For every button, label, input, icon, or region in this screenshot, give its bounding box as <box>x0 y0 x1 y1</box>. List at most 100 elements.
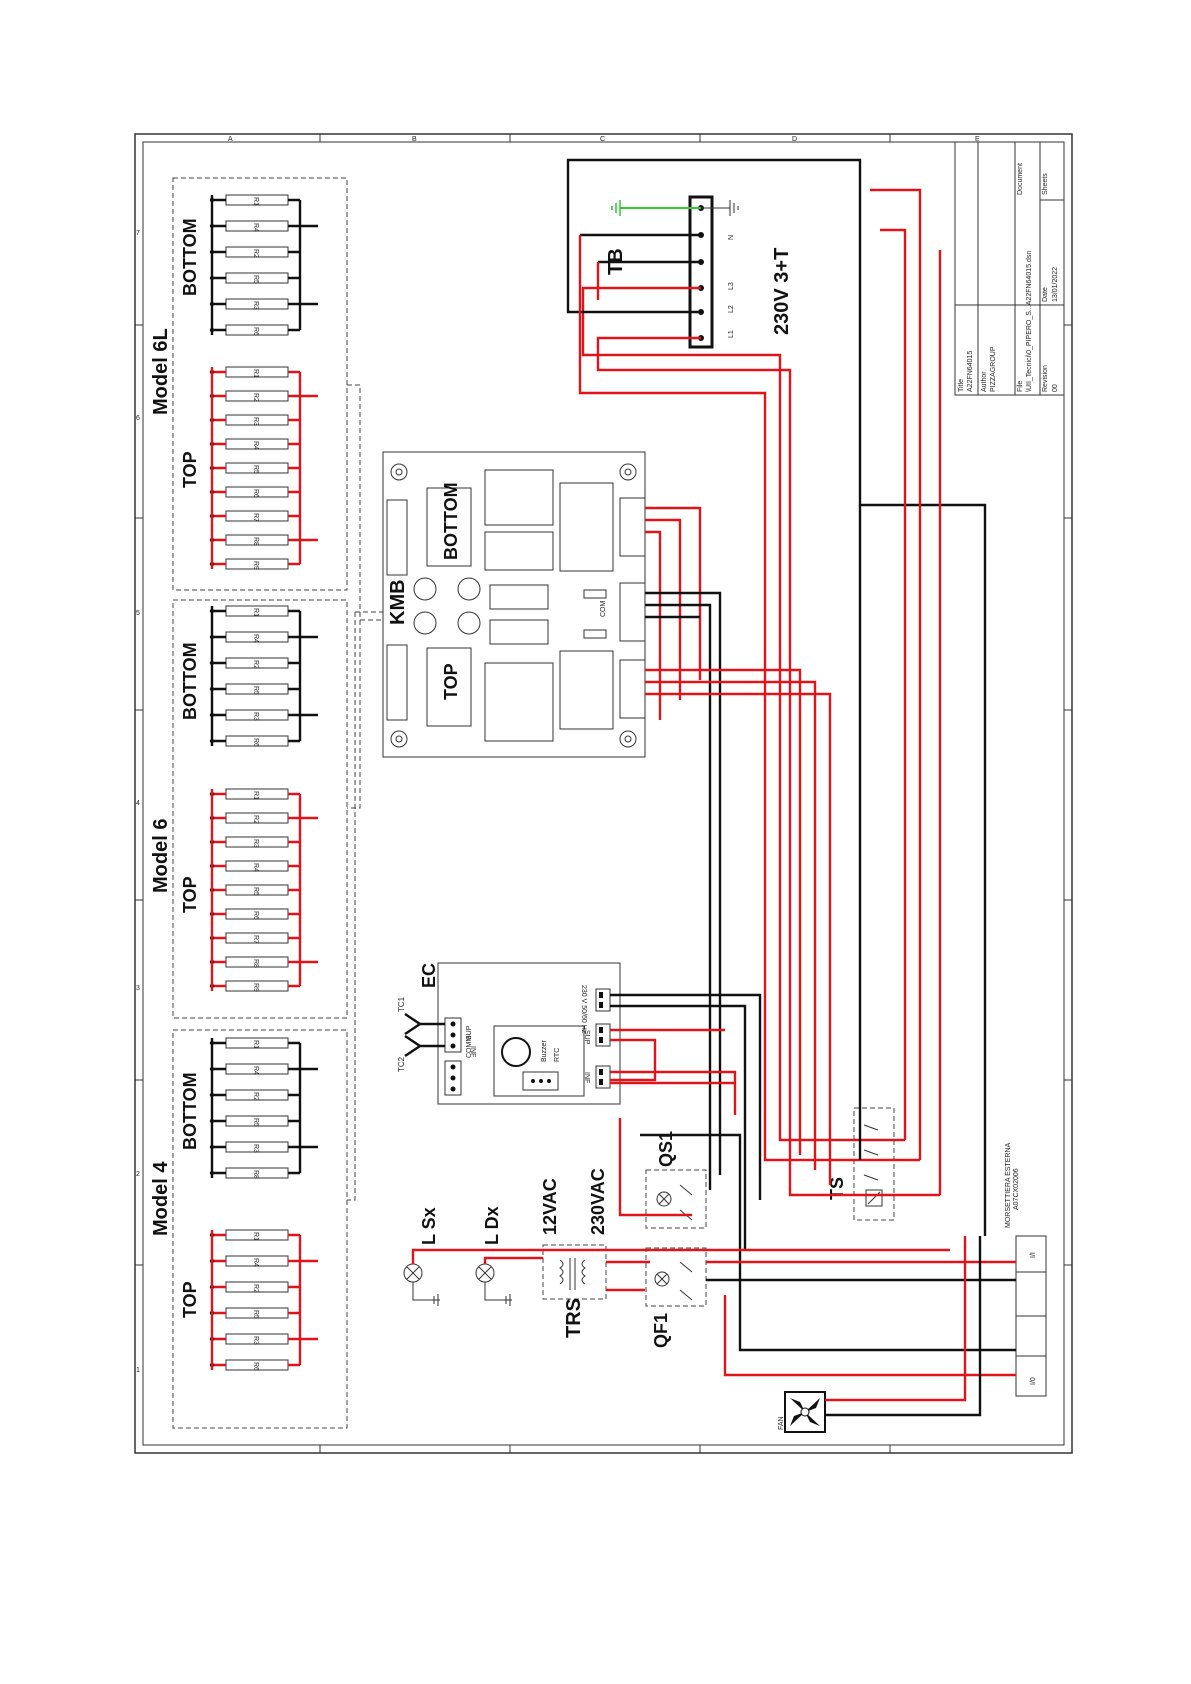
model4-bottom-resistor-label: R5 <box>252 1118 259 1127</box>
model4-box <box>172 1029 348 1429</box>
model4-top-resistor-label: R3 <box>252 1336 259 1345</box>
tb-revision-value: 00 <box>1052 384 1059 392</box>
kmb-bottom-label: BOTTOM <box>441 482 461 560</box>
ec-label: EC <box>419 963 439 988</box>
model6-top-label: TOP <box>180 876 200 913</box>
model6l-bottom-resistor-label: R3 <box>252 301 259 310</box>
grid-col-7: 7 <box>136 230 140 237</box>
qs1-switch: QS1 <box>645 1131 707 1229</box>
model6-bottom-resistor-label: R3 <box>252 712 259 721</box>
model4-bottom-resistor-label: R2 <box>252 1092 259 1101</box>
trs-transformer: TRS 12VAC 230VAC <box>540 1168 608 1338</box>
thermocouples: TC1 TC2 <box>397 996 445 1072</box>
ec-pin-comm: COMM <box>466 1036 473 1058</box>
terminal-t1: I/I <box>1030 1252 1037 1258</box>
model6l-top-resistor-label: R3 <box>252 417 259 426</box>
ec-controller: Buzzer RTC SUP INF COMM 230 V 50/60 Hz S… <box>419 962 621 1105</box>
model6-label: Model 6 <box>150 819 172 893</box>
model6-top-resistor-label: R1 <box>252 791 259 800</box>
model6l-bottom-bus <box>210 195 318 335</box>
model6l-bottom-resistor-label: R2 <box>252 249 259 258</box>
model6l-top-resistor-label: R7 <box>252 513 259 522</box>
model4-bottom-resistor-label: R8 <box>252 1170 259 1179</box>
tb-file-value: \UII_Tecnici\0_PIPERO_S...A22FN64015.dsn <box>1026 251 1033 392</box>
ec-rtc: RTC <box>554 1048 561 1062</box>
model6-bottom-resistor-label: R2 <box>252 660 259 669</box>
model4-bottom-resistor-label: R1 <box>252 1040 259 1049</box>
tb-pin-n: N <box>728 235 735 240</box>
inner-frame <box>142 141 1065 1446</box>
model6l-top-resistor-label: R4 <box>252 441 259 450</box>
fan: FAN <box>778 1391 826 1433</box>
tb-pin-l2: L2 <box>728 305 735 313</box>
trs-label: TRS <box>563 1298 585 1338</box>
model4-bottom-resistor-label: R4 <box>252 1066 259 1075</box>
tb-pin-l3: L3 <box>728 282 735 290</box>
tb-pin-l1: L1 <box>728 330 735 338</box>
qf1-label: QF1 <box>651 1313 671 1348</box>
terminal-t2: I/0 <box>1030 1377 1037 1385</box>
grid-row-a: A <box>228 136 233 143</box>
model-link-dash <box>347 384 361 809</box>
tb-date-value: 13/01/2022 <box>1052 267 1059 302</box>
grid-col-3: 3 <box>136 985 140 992</box>
model6-bottom-resistor-label: R4 <box>252 634 259 643</box>
model6-top-resistor-label: R4 <box>252 863 259 872</box>
tb-title-label: Title <box>958 379 965 392</box>
ec-pin-inf-right: INF <box>583 1072 590 1083</box>
tb-author-value: PIZZAGROUP <box>990 346 997 392</box>
kmb-top-label: TOP <box>441 663 461 700</box>
ec-pin-power: 230 V 50/60 Hz <box>580 985 587 1034</box>
qs1-label: QS1 <box>656 1131 676 1167</box>
model6l-bottom-resistor-label: R1 <box>252 197 259 206</box>
model6l-top-label: TOP <box>180 451 200 488</box>
lsx-label: L Sx <box>419 1207 439 1245</box>
grid-col-2: 2 <box>136 1171 140 1178</box>
grid-labels: 1 2 3 4 5 6 7 A B C D E <box>136 136 980 1374</box>
tb-revision-label: Revision <box>1042 365 1049 392</box>
external-terminal: I/I I/0 MORSETTIERA ESTERNA A07CX02006 <box>1005 1142 1047 1397</box>
model4-top-resistor-label: R4 <box>252 1258 259 1267</box>
model4-top-resistor-label: R2 <box>252 1284 259 1293</box>
model6-top-resistor-label: R7 <box>252 935 259 944</box>
model6-top-resistor-label: R5 <box>252 887 259 896</box>
qf1-breaker: QF1 <box>645 1247 707 1348</box>
model6l-bottom-resistor-label: R4 <box>252 223 259 232</box>
model6-top-resistor-label: R8 <box>252 959 259 968</box>
model4-top-bus <box>210 1230 318 1370</box>
tb-author-label: Author <box>981 371 988 392</box>
model6l-top-resistor-label: R9 <box>252 561 259 570</box>
model6l-bottom-resistor-label: R6 <box>252 327 259 336</box>
title-block: Title A22FN64015 Author PIZZAGROUP File … <box>954 141 1065 396</box>
model6-top-resistor-label: R2 <box>252 815 259 824</box>
ec-buzzer: Buzzer <box>541 1040 548 1062</box>
kmb-link-dash-2 <box>347 611 383 1201</box>
lamps: L Sx L Dx <box>403 1206 512 1306</box>
ldx-label: L Dx <box>482 1206 502 1245</box>
model6l-label: Model 6L <box>150 328 172 415</box>
grid-ticks <box>135 134 1072 1453</box>
kmb-label: KMB <box>387 579 409 625</box>
model6l-top-resistor-label: R8 <box>252 537 259 546</box>
model6l-bottom-label: BOTTOM <box>180 218 200 296</box>
model6-top-resistor-label: R9 <box>252 983 259 992</box>
v230-label: 230VAC <box>588 1168 608 1235</box>
ec-pin-sup-right: SUP <box>583 1030 590 1045</box>
tb-date-label: Date <box>1042 287 1049 302</box>
grid-row-e: E <box>975 136 980 143</box>
model6-bottom-label: BOTTOM <box>180 642 200 720</box>
model6-bottom-resistor-label: R1 <box>252 608 259 617</box>
supply-label: 230V 3+T <box>771 248 793 335</box>
model6l-bottom-resistor-label: R5 <box>252 275 259 284</box>
model6-top-resistor-label: R6 <box>252 911 259 920</box>
v12-label: 12VAC <box>540 1178 560 1235</box>
model4-bottom-resistor-label: R3 <box>252 1144 259 1153</box>
model4-top-resistor-label: R1 <box>252 1232 259 1241</box>
kmb-com-pin: COM <box>600 601 607 618</box>
